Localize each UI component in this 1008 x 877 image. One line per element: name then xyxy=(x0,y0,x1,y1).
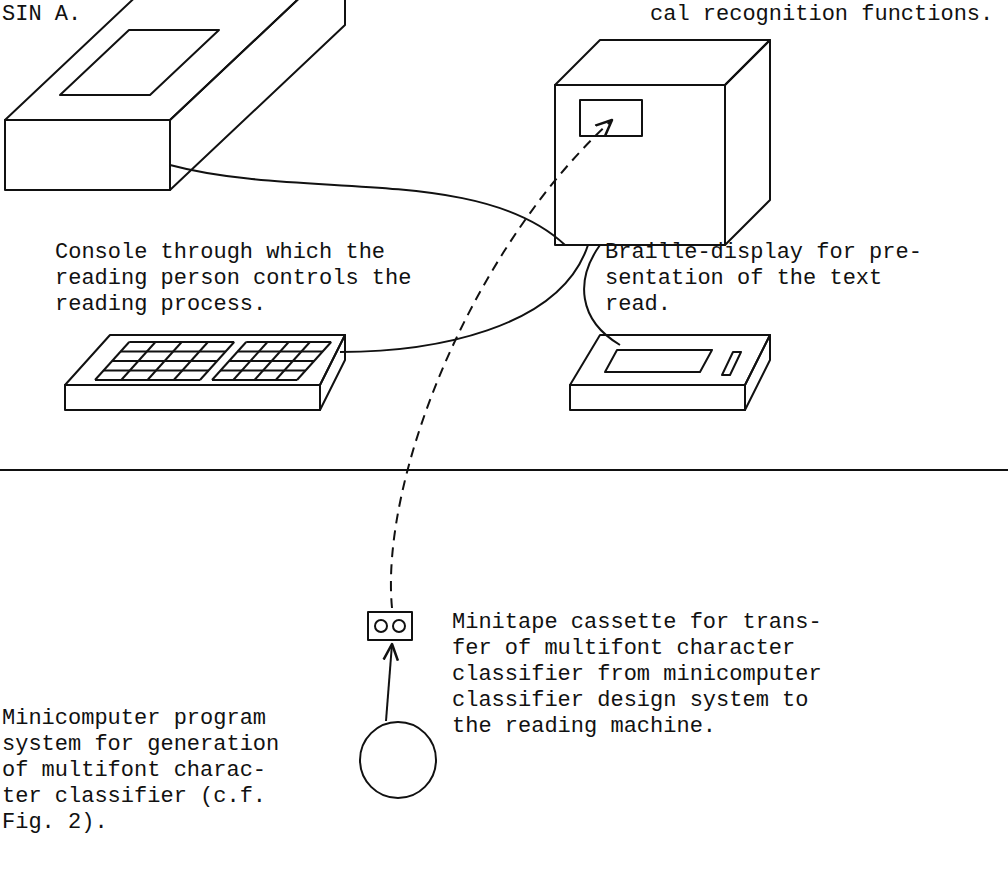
console-caption: Console through which the reading person… xyxy=(55,240,413,318)
key-grid-line xyxy=(95,342,129,380)
key-grid-line xyxy=(297,342,331,380)
key-grid-line xyxy=(255,342,289,380)
scanner-cable xyxy=(170,165,565,245)
cassette-caption: Minitape cassette for trans- fer of mult… xyxy=(452,610,824,740)
key-grid-line xyxy=(276,342,310,380)
key-grid-line xyxy=(121,342,155,380)
scanner-box xyxy=(5,0,345,190)
computer-box xyxy=(555,40,770,245)
braille-caption: Braille-display for pre- sentation of th… xyxy=(605,240,924,318)
cassette-icon xyxy=(368,612,412,640)
braille-display xyxy=(570,335,770,410)
transfer-arrow xyxy=(391,120,612,608)
generation-arrow xyxy=(386,644,392,721)
minicomputer-caption: Minicomputer program system for generati… xyxy=(2,706,281,836)
key-grid-line xyxy=(174,342,208,380)
divider-line xyxy=(0,469,1008,471)
heading-fragment: SIN A. xyxy=(2,2,81,28)
minicomputer-circle xyxy=(360,722,436,798)
heading-fragment: cal recognition functions. xyxy=(650,2,993,28)
console-keypad xyxy=(65,335,345,410)
key-grid-line xyxy=(212,342,246,380)
key-grid-line xyxy=(233,342,267,380)
key-grid-line xyxy=(148,342,182,380)
